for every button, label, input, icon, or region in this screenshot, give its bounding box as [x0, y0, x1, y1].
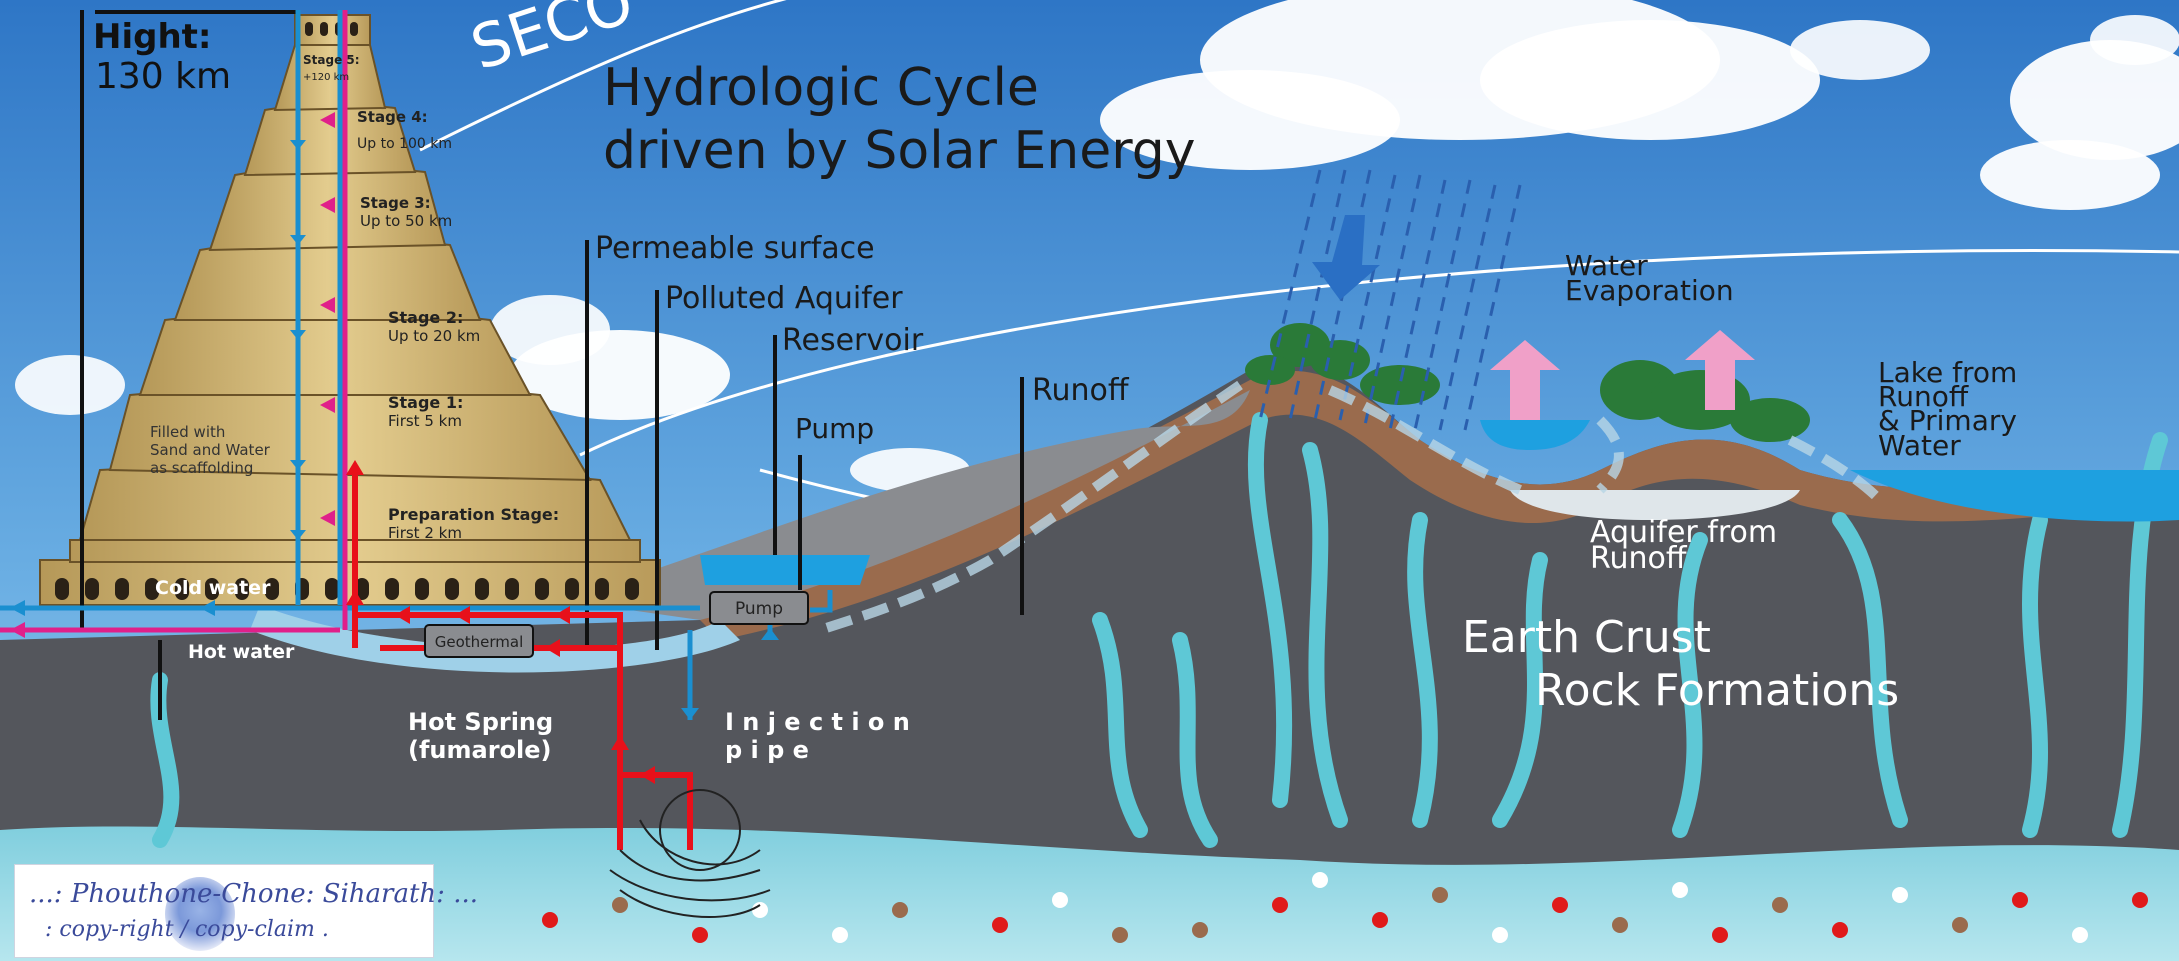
- label-reservoir: Reservoir: [782, 323, 924, 358]
- diagram-title-line1: Hydrologic Cycle: [603, 58, 1039, 118]
- preparation-stage-name: Preparation Stage:: [388, 505, 559, 524]
- geothermal-box: [424, 624, 534, 658]
- evaporation-arrows: [1490, 330, 1755, 420]
- stage-1-name: Stage 1:: [388, 393, 463, 412]
- stage-2-detail: Up to 20 km: [388, 327, 480, 345]
- height-value: 130 km: [95, 56, 231, 97]
- reservoir-water: [700, 555, 870, 585]
- label-cold-water: Cold water: [155, 577, 271, 599]
- stage-3-detail: Up to 50 km: [360, 212, 452, 230]
- cold-pipes: [0, 10, 833, 720]
- label-hot-spring-1: Hot Spring: [408, 708, 553, 736]
- clouds: [15, 0, 2179, 492]
- label-water-evaporation-1: Water: [1565, 249, 1648, 282]
- lake-water: [1850, 470, 2179, 522]
- label-lake-3: & Primary: [1878, 404, 2017, 437]
- label-lake-2: Runoff: [1878, 380, 1969, 413]
- deep-stones: [542, 872, 2148, 943]
- label-earth-crust: Earth Crust: [1462, 612, 1711, 663]
- tower-fill-note-3: as scaffolding: [150, 459, 253, 477]
- geothermal-label: Geothermal: [435, 633, 524, 651]
- fumarole-swirl: [609, 789, 771, 918]
- aquifer-runoff-pool: [1510, 490, 1800, 520]
- label-permeable-surface: Permeable surface: [595, 231, 875, 266]
- diagram-title-line2: driven by Solar Energy: [603, 121, 1196, 181]
- stage-5-name: Stage 5:: [303, 53, 360, 67]
- pipe-arrows: [10, 112, 779, 784]
- signature-box: ...: Phouthone-Chone: Siharath: ... : co…: [14, 864, 478, 958]
- label-lake-1: Lake from: [1878, 356, 2017, 389]
- topsoil: [700, 370, 2179, 640]
- stage-4-detail: Up to 100 km: [357, 136, 452, 152]
- stage-3-name: Stage 3:: [360, 194, 431, 212]
- label-aquifer-runoff-1: Aquifer from: [1590, 515, 1777, 550]
- preparation-stage-detail: First 2 km: [388, 524, 462, 542]
- tower-arches: [55, 22, 639, 600]
- label-injection-pipe-1: I n j e c t i o n: [725, 708, 910, 736]
- label-lake-4: Water: [1878, 429, 1961, 462]
- magenta-pipes: [0, 10, 348, 633]
- label-hot-spring-2: (fumarole): [408, 736, 552, 764]
- pump-box-label: Pump: [735, 599, 783, 619]
- stage-1-detail: First 5 km: [388, 412, 462, 430]
- evaporation-pond: [1480, 420, 1590, 450]
- label-hot-water: Hot water: [188, 641, 295, 663]
- label-runoff: Runoff: [1032, 373, 1130, 408]
- label-injection-pipe-2: p i p e: [725, 736, 809, 764]
- tower-fill-note-1: Filled with: [150, 423, 225, 441]
- rain-arrow-icon: [1312, 215, 1380, 300]
- pump-box: [709, 591, 809, 625]
- fingerprint-icon: [165, 877, 235, 951]
- signature-line-1: ...: Phouthone-Chone: Siharath: ...: [29, 879, 478, 909]
- label-polluted-aquifer: Polluted Aquifer: [665, 281, 903, 316]
- tower-fill-note-2: Sand and Water: [150, 441, 271, 459]
- guide-lines: [80, 10, 1024, 720]
- runoff-arrows: [818, 380, 1884, 635]
- stage-2-name: Stage 2:: [388, 308, 463, 327]
- label-pump: Pump: [795, 412, 874, 445]
- label-water-evaporation-2: Evaporation: [1565, 274, 1734, 307]
- height-label: Hight:: [93, 17, 212, 57]
- trees: [1245, 323, 1810, 442]
- signature-line-2: : copy-right / copy-claim .: [45, 917, 329, 942]
- label-aquifer-runoff-2: Runoff: [1590, 541, 1688, 576]
- stage-4-name: Stage 4:: [357, 108, 428, 126]
- label-rock-formations: Rock Formations: [1535, 665, 1899, 716]
- stage-5-detail: +120 km: [303, 72, 349, 83]
